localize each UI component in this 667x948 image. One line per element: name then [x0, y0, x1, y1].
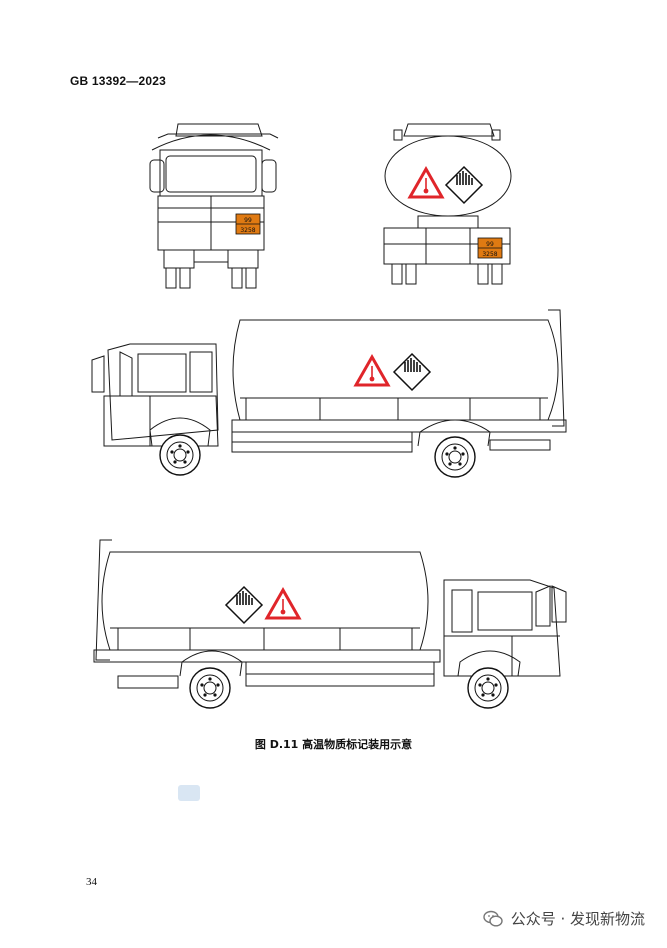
side-right-rear-wheel: [189, 667, 231, 709]
side-view-right: [93, 539, 567, 689]
rear-view: [383, 123, 512, 285]
wechat-icon: [482, 910, 503, 927]
page-number: 34: [86, 876, 97, 888]
front-view: [149, 123, 279, 289]
side-right-front-wheel: [467, 667, 509, 709]
side-left-front-wheel: [159, 434, 201, 476]
rear-hot-mark: [408, 167, 444, 199]
side-right-hot-mark: [265, 588, 301, 620]
figure-caption: 图 D.11 高温物质标记装用示意: [254, 738, 413, 751]
side-left-hot-mark: [354, 355, 390, 387]
svg-text:3258: 3258: [240, 227, 255, 234]
rear-class9: [445, 166, 483, 204]
side-view-left: [91, 309, 567, 453]
footer-brand: 公众号 · 发现新物流: [482, 908, 645, 929]
svg-text:99: 99: [486, 241, 494, 248]
footer-brand-text: 公众号 · 发现新物流: [510, 910, 645, 928]
side-right-class9: [225, 586, 263, 624]
side-left-rear-wheel: [434, 436, 476, 478]
svg-text:99: 99: [244, 217, 252, 224]
rear-plate: 99 3258: [477, 237, 503, 259]
side-left-class9: [393, 353, 431, 391]
svg-text:3258: 3258: [482, 251, 497, 258]
standard-code: GB 13392—2023: [70, 74, 166, 88]
watermark-logo: [178, 785, 200, 801]
front-plate: 99 3258: [235, 213, 261, 235]
